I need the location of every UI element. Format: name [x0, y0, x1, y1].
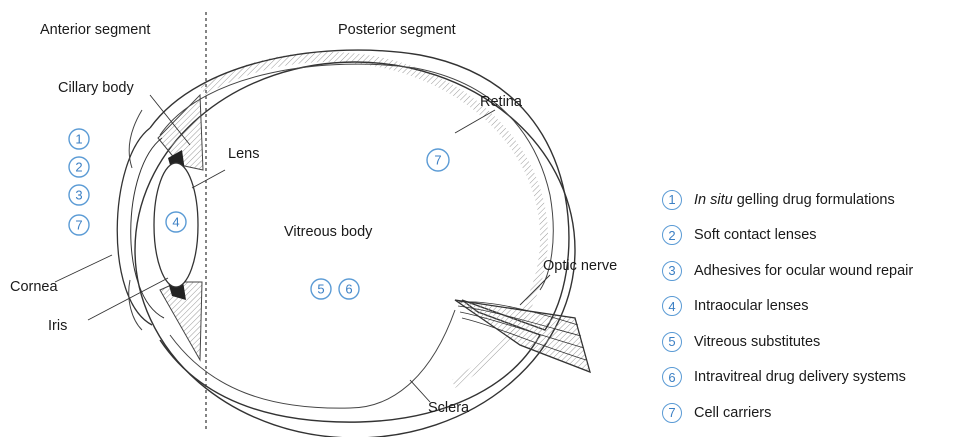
- legend-item-5: 5 Vitreous substitutes: [662, 324, 957, 360]
- svg-text:4: 4: [172, 215, 179, 230]
- pointer-sclera: [410, 380, 430, 402]
- label-retina: Retina: [480, 94, 523, 110]
- label-optic-nerve: Optic nerve: [543, 258, 617, 274]
- legend-badge: 3: [662, 261, 682, 281]
- legend-badge: 4: [662, 296, 682, 316]
- legend-item-7: 7 Cell carriers: [662, 395, 957, 431]
- marker-1: 1: [69, 129, 89, 149]
- legend-badge: 5: [662, 332, 682, 352]
- header-anterior: Anterior segment: [40, 22, 150, 38]
- marker-5: 5: [311, 279, 331, 299]
- legend-badge: 2: [662, 225, 682, 245]
- legend-item-6: 6 Intravitreal drug delivery systems: [662, 360, 957, 396]
- legend-badge: 6: [662, 367, 682, 387]
- marker-3: 3: [69, 185, 89, 205]
- label-ciliary-body: Cillary body: [58, 80, 134, 96]
- legend-text: Cell carriers: [694, 405, 771, 421]
- marker-7-cornea: 7: [69, 215, 89, 235]
- svg-text:1: 1: [75, 132, 82, 147]
- label-sclera: Sclera: [428, 400, 470, 416]
- legend-badge: 7: [662, 403, 682, 423]
- svg-text:7: 7: [75, 218, 82, 233]
- label-lens: Lens: [228, 146, 259, 162]
- svg-text:2: 2: [75, 160, 82, 175]
- legend: 1 In situ gelling drug formulations 2 So…: [662, 182, 957, 431]
- marker-2: 2: [69, 157, 89, 177]
- marker-7-retina: 7: [427, 149, 449, 171]
- legend-item-4: 4 Intraocular lenses: [662, 289, 957, 325]
- legend-item-3: 3 Adhesives for ocular wound repair: [662, 253, 957, 289]
- svg-text:3: 3: [75, 188, 82, 203]
- legend-text: In situ gelling drug formulations: [694, 192, 895, 208]
- svg-text:7: 7: [434, 153, 441, 168]
- marker-6: 6: [339, 279, 359, 299]
- legend-badge: 1: [662, 190, 682, 210]
- header-posterior: Posterior segment: [338, 22, 456, 38]
- label-vitreous-body: Vitreous body: [284, 224, 373, 240]
- legend-text: Adhesives for ocular wound repair: [694, 263, 913, 279]
- pointer-iris: [88, 278, 168, 320]
- optic-nerve: [455, 300, 590, 372]
- pointer-cornea: [55, 255, 112, 282]
- svg-text:5: 5: [317, 282, 324, 297]
- legend-text: Intravitreal drug delivery systems: [694, 369, 906, 385]
- marker-4-lens: 4: [166, 212, 186, 232]
- legend-text: Intraocular lenses: [694, 298, 808, 314]
- label-cornea: Cornea: [10, 279, 58, 295]
- legend-text: Vitreous substitutes: [694, 334, 820, 350]
- svg-text:6: 6: [345, 282, 352, 297]
- label-iris: Iris: [48, 318, 67, 334]
- legend-item-1: 1 In situ gelling drug formulations: [662, 182, 957, 218]
- legend-text: Soft contact lenses: [694, 227, 817, 243]
- pointer-lens: [192, 170, 225, 188]
- legend-item-2: 2 Soft contact lenses: [662, 218, 957, 254]
